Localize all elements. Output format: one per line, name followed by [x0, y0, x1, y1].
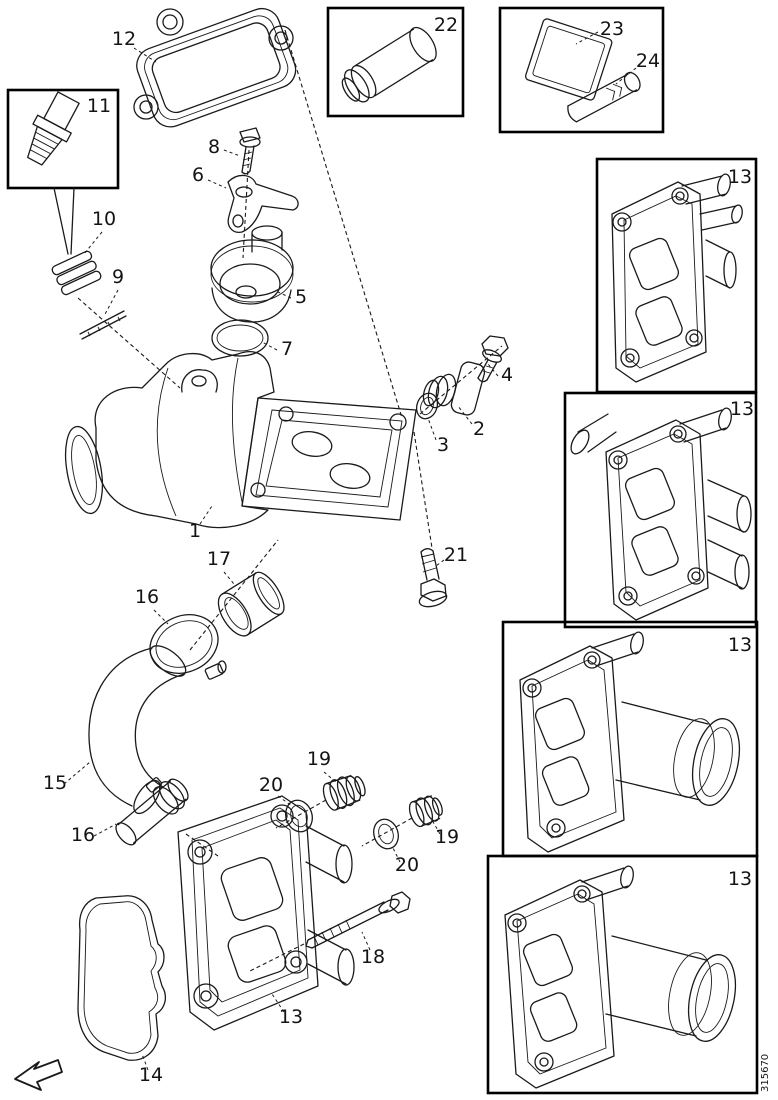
pipe-17-part: [217, 571, 285, 637]
housing-1-part: [64, 351, 417, 529]
plug-2-part: [422, 361, 486, 416]
callout-22: 22: [434, 14, 458, 36]
pin-24-part: [567, 71, 641, 123]
gasket-23-part: [524, 18, 613, 101]
hose-15-part: [88, 645, 187, 815]
plug-19-right-part: [408, 795, 443, 828]
drawing-number: 315670: [760, 1054, 771, 1092]
inset-box-22: [326, 6, 465, 118]
washer-20-left-part: [285, 799, 313, 833]
callout-13-main: 13: [279, 1006, 303, 1028]
callout-4: 4: [501, 364, 513, 386]
washer-20-right-part: [373, 818, 399, 850]
callout-20-left: 20: [259, 774, 283, 796]
callout-leader-lines: [63, 31, 637, 1071]
callout-13-inset2: 13: [730, 398, 754, 420]
pin-9-part: [79, 310, 127, 340]
inset-box-13-variant4: [486, 854, 759, 1095]
sensor-11-part: [27, 91, 80, 255]
direction-arrow-icon: [14, 1059, 63, 1091]
bolt-8-part: [239, 127, 261, 175]
callout-19-left: 19: [307, 748, 331, 770]
clamp-16-upper-part: [149, 614, 227, 680]
callout-11: 11: [87, 95, 111, 117]
callout-12: 12: [112, 28, 136, 50]
gasket-12-part: [133, 7, 297, 128]
callout-13-inset3: 13: [728, 634, 752, 656]
housing-13-variant1-part: [611, 173, 743, 383]
housing-13-part: [177, 795, 355, 1031]
callout-13-inset1: 13: [728, 166, 752, 188]
callout-2: 2: [473, 418, 485, 440]
callout-15: 15: [43, 772, 67, 794]
callout-24: 24: [636, 50, 660, 72]
callout-1: 1: [189, 520, 201, 542]
callout-23: 23: [600, 18, 624, 40]
bolt-4-part: [477, 335, 509, 383]
callout-13-inset4: 13: [728, 868, 752, 890]
inset-box-13-variant2: [563, 391, 758, 629]
bracket-6-part: [227, 174, 299, 233]
callout-16-lower: 16: [71, 824, 95, 846]
alignment-dashed-lines: [77, 29, 503, 973]
housing-13-variant2-part: [570, 407, 752, 621]
bolt-18-part: [305, 891, 411, 949]
callout-18: 18: [361, 946, 385, 968]
inset-box-11: [6, 88, 120, 190]
bolt-21-part: [418, 548, 448, 608]
callout-3: 3: [437, 434, 449, 456]
callout-9: 9: [112, 266, 124, 288]
housing-13-variant4-part: [504, 865, 737, 1089]
insert-22-part: [341, 26, 437, 103]
thermostat-5-part: [210, 225, 294, 323]
callout-8: 8: [208, 136, 220, 158]
plug-19-left-part: [322, 775, 366, 811]
o-ring-7-part: [211, 319, 269, 357]
callout-6: 6: [192, 164, 204, 186]
gasket-14-part: [77, 895, 167, 1061]
callout-16-upper: 16: [135, 586, 159, 608]
inset-box-23-24: [498, 6, 665, 134]
inset-box-13-variant3: [501, 620, 759, 858]
callout-10: 10: [92, 208, 116, 230]
callout-17: 17: [207, 548, 231, 570]
callout-21: 21: [444, 544, 468, 566]
callout-20-right: 20: [395, 854, 419, 876]
seal-3-part: [415, 392, 439, 420]
clip-10-part: [51, 250, 102, 296]
callout-7: 7: [281, 338, 293, 360]
callout-19-right: 19: [435, 826, 459, 848]
housing-13-variant3-part: [519, 631, 741, 853]
clamp-16-lower-part: [115, 777, 189, 846]
callout-14: 14: [139, 1064, 163, 1086]
callout-5: 5: [295, 286, 307, 308]
